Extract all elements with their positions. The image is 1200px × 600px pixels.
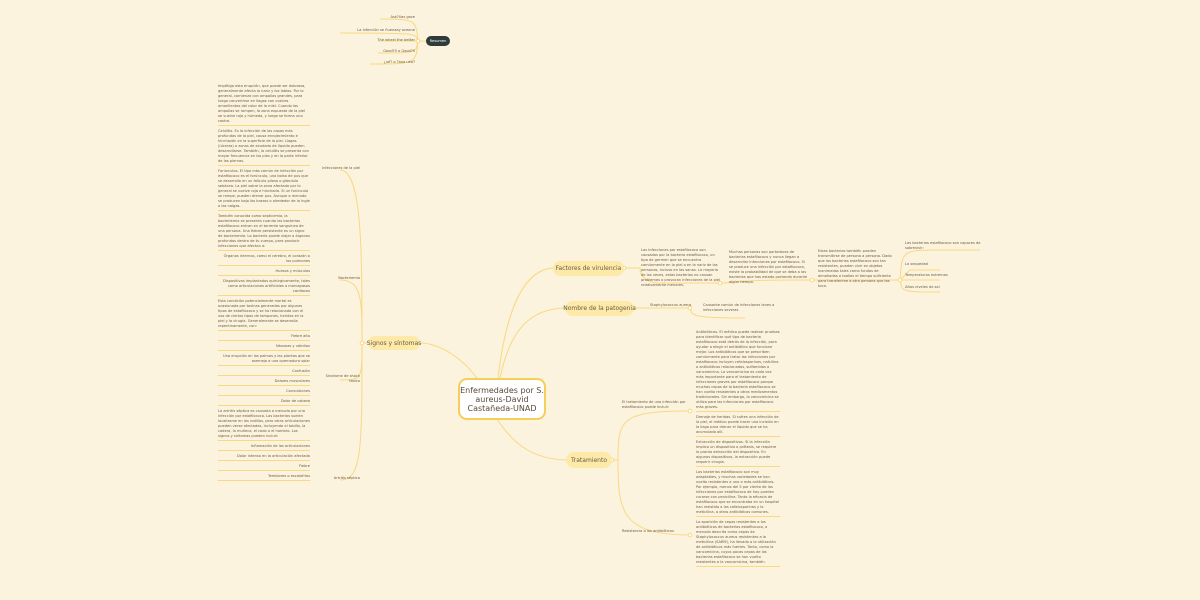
artritis-text[interactable]: La artritis séptica es causada a menudo … bbox=[218, 409, 310, 441]
legend-item[interactable]: Ask?ñas gace bbox=[390, 15, 415, 19]
tratamiento-text[interactable]: Drenaje de heridas. Si sufres una infecc… bbox=[696, 415, 780, 437]
legend-item[interactable]: ¿ué? o ?ana ueo? bbox=[383, 60, 415, 64]
node-tratamiento[interactable]: Tratamiento bbox=[566, 452, 612, 468]
node-signos-sintomas[interactable]: Signos y síntomas bbox=[367, 336, 421, 350]
node-factores-virulencia[interactable]: Factores de virulencia bbox=[553, 261, 624, 276]
factores-text[interactable]: Muchas personas son portadoras de bacter… bbox=[729, 250, 808, 284]
tratamiento-sub[interactable]: Resistencia a los antibióticos bbox=[622, 529, 674, 533]
shock-text[interactable]: Esta condición potencialmente mortal es … bbox=[218, 299, 310, 331]
bacteriemia-item[interactable]: Huesos y músculos bbox=[218, 269, 310, 276]
factores-item[interactable]: Altos niveles de sal bbox=[905, 285, 940, 289]
shock-item[interactable]: Una erupción en las palmas y las plantas… bbox=[218, 354, 310, 366]
legend-item[interactable]: The wheel the better bbox=[377, 38, 415, 42]
tratamiento-details: Antibióticos. El médico puede realizar p… bbox=[696, 330, 780, 567]
artritis-label[interactable]: Artritis séptica bbox=[333, 476, 360, 480]
patogenia-text[interactable]: Causante común de infecciones leves a in… bbox=[703, 303, 775, 312]
artritis-item[interactable]: Fiebre bbox=[218, 464, 310, 471]
bacteriemia-item[interactable]: Dispositivos implantados quirúrgicamente… bbox=[218, 279, 310, 296]
shock-label[interactable]: Síndrome de shock tóxico bbox=[325, 374, 360, 383]
bacteriemia-text[interactable]: También conocida como septicemia, la bac… bbox=[218, 214, 310, 251]
shock-item[interactable]: Convulsiones bbox=[218, 389, 310, 396]
shock-item[interactable]: Fiebre alta bbox=[218, 334, 310, 341]
piel-label[interactable]: Infecciones de la piel bbox=[322, 166, 360, 170]
legend-item[interactable]: La infección se ñuenaay oceane bbox=[357, 28, 415, 32]
legend-item[interactable]: Good?ñ o Good?ñ bbox=[383, 49, 415, 53]
tratamiento-text[interactable]: Las bacterias estafilococo son muy adapt… bbox=[696, 470, 780, 517]
artritis-item[interactable]: Dolor intenso en la articulación afectad… bbox=[218, 454, 310, 461]
bacteriemia-item[interactable]: Órganos internos, como el cerebro, el co… bbox=[218, 254, 310, 266]
bacteriemia-label[interactable]: Bacteriemia bbox=[338, 276, 360, 280]
tratamiento-text[interactable]: La aparición de cepas resistentes a los … bbox=[696, 520, 780, 567]
piel-text[interactable]: Impétigo esta erupción, que puede ser do… bbox=[218, 84, 310, 126]
tratamiento-text[interactable]: Extracción de dispositivos. Si la infecc… bbox=[696, 440, 780, 467]
tratamiento-sub[interactable]: El tratamiento de una infección por esta… bbox=[622, 400, 686, 409]
piel-text[interactable]: Celulitis. Es la infección de las capas … bbox=[218, 129, 310, 166]
factores-text[interactable]: Las infecciones por estafilococo son cau… bbox=[641, 248, 721, 287]
shock-item[interactable]: Náuseas y vómitos bbox=[218, 344, 310, 351]
factores-item[interactable]: La sequedad bbox=[905, 262, 928, 266]
patogenia-sub[interactable]: Staphylococcus aureus bbox=[650, 303, 692, 307]
legend-node[interactable]: Resumen bbox=[426, 36, 450, 46]
piel-text[interactable]: Forúnculos. El tipo más común de infecci… bbox=[218, 169, 310, 211]
tratamiento-text[interactable]: Antibióticos. El médico puede realizar p… bbox=[696, 330, 780, 412]
shock-item[interactable]: Dolores musculares bbox=[218, 379, 310, 386]
node-nombre-patogenia[interactable]: Nombre de la patogenia bbox=[563, 301, 636, 316]
central-topic[interactable]: Enfermedades por S. aureus-David Castañe… bbox=[458, 378, 546, 420]
factores-item[interactable]: Las bacterias estafilococo son capaces d… bbox=[905, 241, 981, 250]
factores-text[interactable]: Estas bacterias también pueden transmiti… bbox=[818, 249, 892, 288]
artritis-item[interactable]: Temblores o escalofríos bbox=[218, 474, 310, 481]
shock-item[interactable]: Confusión bbox=[218, 369, 310, 376]
artritis-item[interactable]: Inflamación de las articulaciones bbox=[218, 444, 310, 451]
factores-item[interactable]: Temperaturas extremas bbox=[905, 273, 948, 277]
signos-details: Impétigo esta erupción, que puede ser do… bbox=[218, 84, 310, 481]
shock-item[interactable]: Dolor de cabeza bbox=[218, 399, 310, 406]
